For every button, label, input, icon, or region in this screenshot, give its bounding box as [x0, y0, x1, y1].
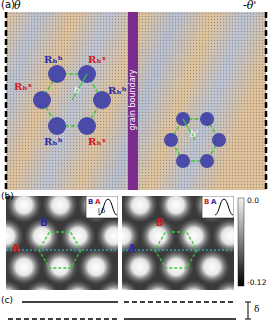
potential-map-left: [6, 196, 118, 290]
site-label: B: [156, 218, 164, 228]
colorbar: [238, 198, 244, 286]
site-label: B: [40, 218, 48, 228]
inset-label: B: [204, 199, 209, 206]
colorbar-tick: -0.12: [247, 279, 266, 287]
site-label: Rₕʰ: [44, 55, 63, 65]
inset-label: A: [211, 199, 216, 206]
site-label: Rₕʰ: [108, 86, 127, 96]
grain-boundary-band: [128, 12, 138, 190]
panel-label: (c): [1, 296, 13, 305]
site-label: Rₕˣ: [88, 55, 106, 65]
panel-label: (b): [1, 192, 14, 201]
inset-label: A: [95, 199, 100, 206]
offset-label: δ: [101, 208, 105, 215]
angle-label: -θ': [243, 0, 256, 11]
inset-label: B: [88, 199, 93, 206]
moire-lattice: [6, 12, 266, 190]
site-label: Rₕˣ: [88, 137, 106, 147]
lattice-vector-label: b': [190, 130, 198, 139]
potential-map-right: [122, 196, 234, 290]
site-label: A: [12, 244, 20, 254]
site-label: Rₕʰ: [44, 137, 63, 147]
stacking-sites-right: [164, 112, 226, 168]
offset-label: δ: [254, 305, 259, 314]
site-label: A: [128, 244, 136, 254]
stacking-sites-left: [33, 65, 111, 135]
angle-label: θ: [14, 0, 21, 11]
site-label: Rₕˣ: [14, 82, 32, 92]
layer-lines: [8, 302, 251, 319]
boundary-label: grain boundary: [129, 69, 137, 130]
panel-label: (a): [1, 0, 15, 10]
lattice-vector-label: b: [74, 86, 80, 95]
colorbar-tick: 0.0: [247, 197, 259, 205]
